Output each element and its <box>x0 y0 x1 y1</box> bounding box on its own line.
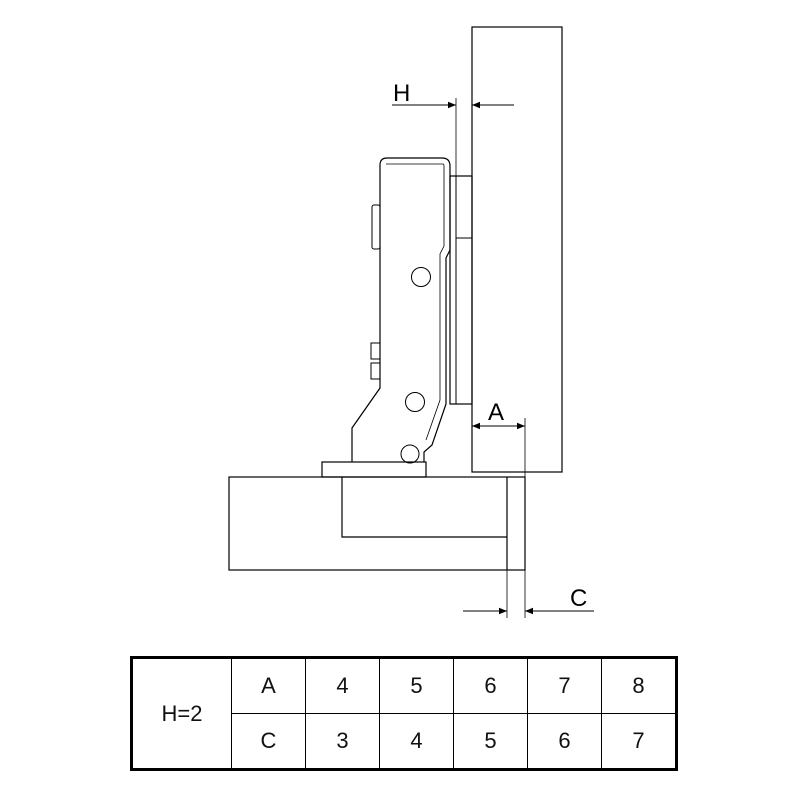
pivot-hole-middle <box>405 392 425 412</box>
table-cell: 6 <box>527 713 602 770</box>
row-label-a: A <box>231 657 306 714</box>
adjustment-screw-mid-2 <box>370 362 381 380</box>
table-cell: 7 <box>527 657 602 714</box>
row-label-c: C <box>231 713 306 770</box>
table-cell: 5 <box>453 713 528 770</box>
table-row: H=2 A 4 5 6 7 8 <box>131 657 677 770</box>
hinge-arm-inner <box>386 163 445 441</box>
table-cell: 3 <box>305 713 380 770</box>
adjustment-screw-mid-1 <box>370 342 381 360</box>
table-cell: 7 <box>601 713 677 770</box>
dimension-h-label: H <box>393 80 410 107</box>
table-cell: 5 <box>379 657 454 714</box>
mounting-plate <box>321 461 427 478</box>
table-cell: 6 <box>453 657 528 714</box>
door-panel <box>471 26 563 473</box>
table-cell: 8 <box>601 657 677 714</box>
adjustment-screw-top <box>371 204 381 250</box>
table-row: C 3 4 5 6 7 <box>132 713 677 770</box>
pivot-hole-upper <box>411 267 431 287</box>
overlay-spec-table: H=2 A 4 5 6 7 8 C 3 4 5 6 7 <box>130 656 678 771</box>
table-cell: 4 <box>379 713 454 770</box>
condition-cell: H=2 <box>131 657 232 770</box>
hinge-cup <box>449 175 473 405</box>
dimension-a-label: A <box>488 399 504 426</box>
hinge-cup-rim <box>455 175 473 239</box>
hinge-arm <box>351 157 451 462</box>
mounting-plate-recess <box>341 477 507 538</box>
dimension-c-label: C <box>570 585 587 612</box>
hinge-cross-section-diagram: H A C <box>228 26 594 618</box>
pivot-hole-lower <box>400 444 420 464</box>
cabinet-side-panel <box>228 476 526 571</box>
table-cell: 4 <box>305 657 380 714</box>
